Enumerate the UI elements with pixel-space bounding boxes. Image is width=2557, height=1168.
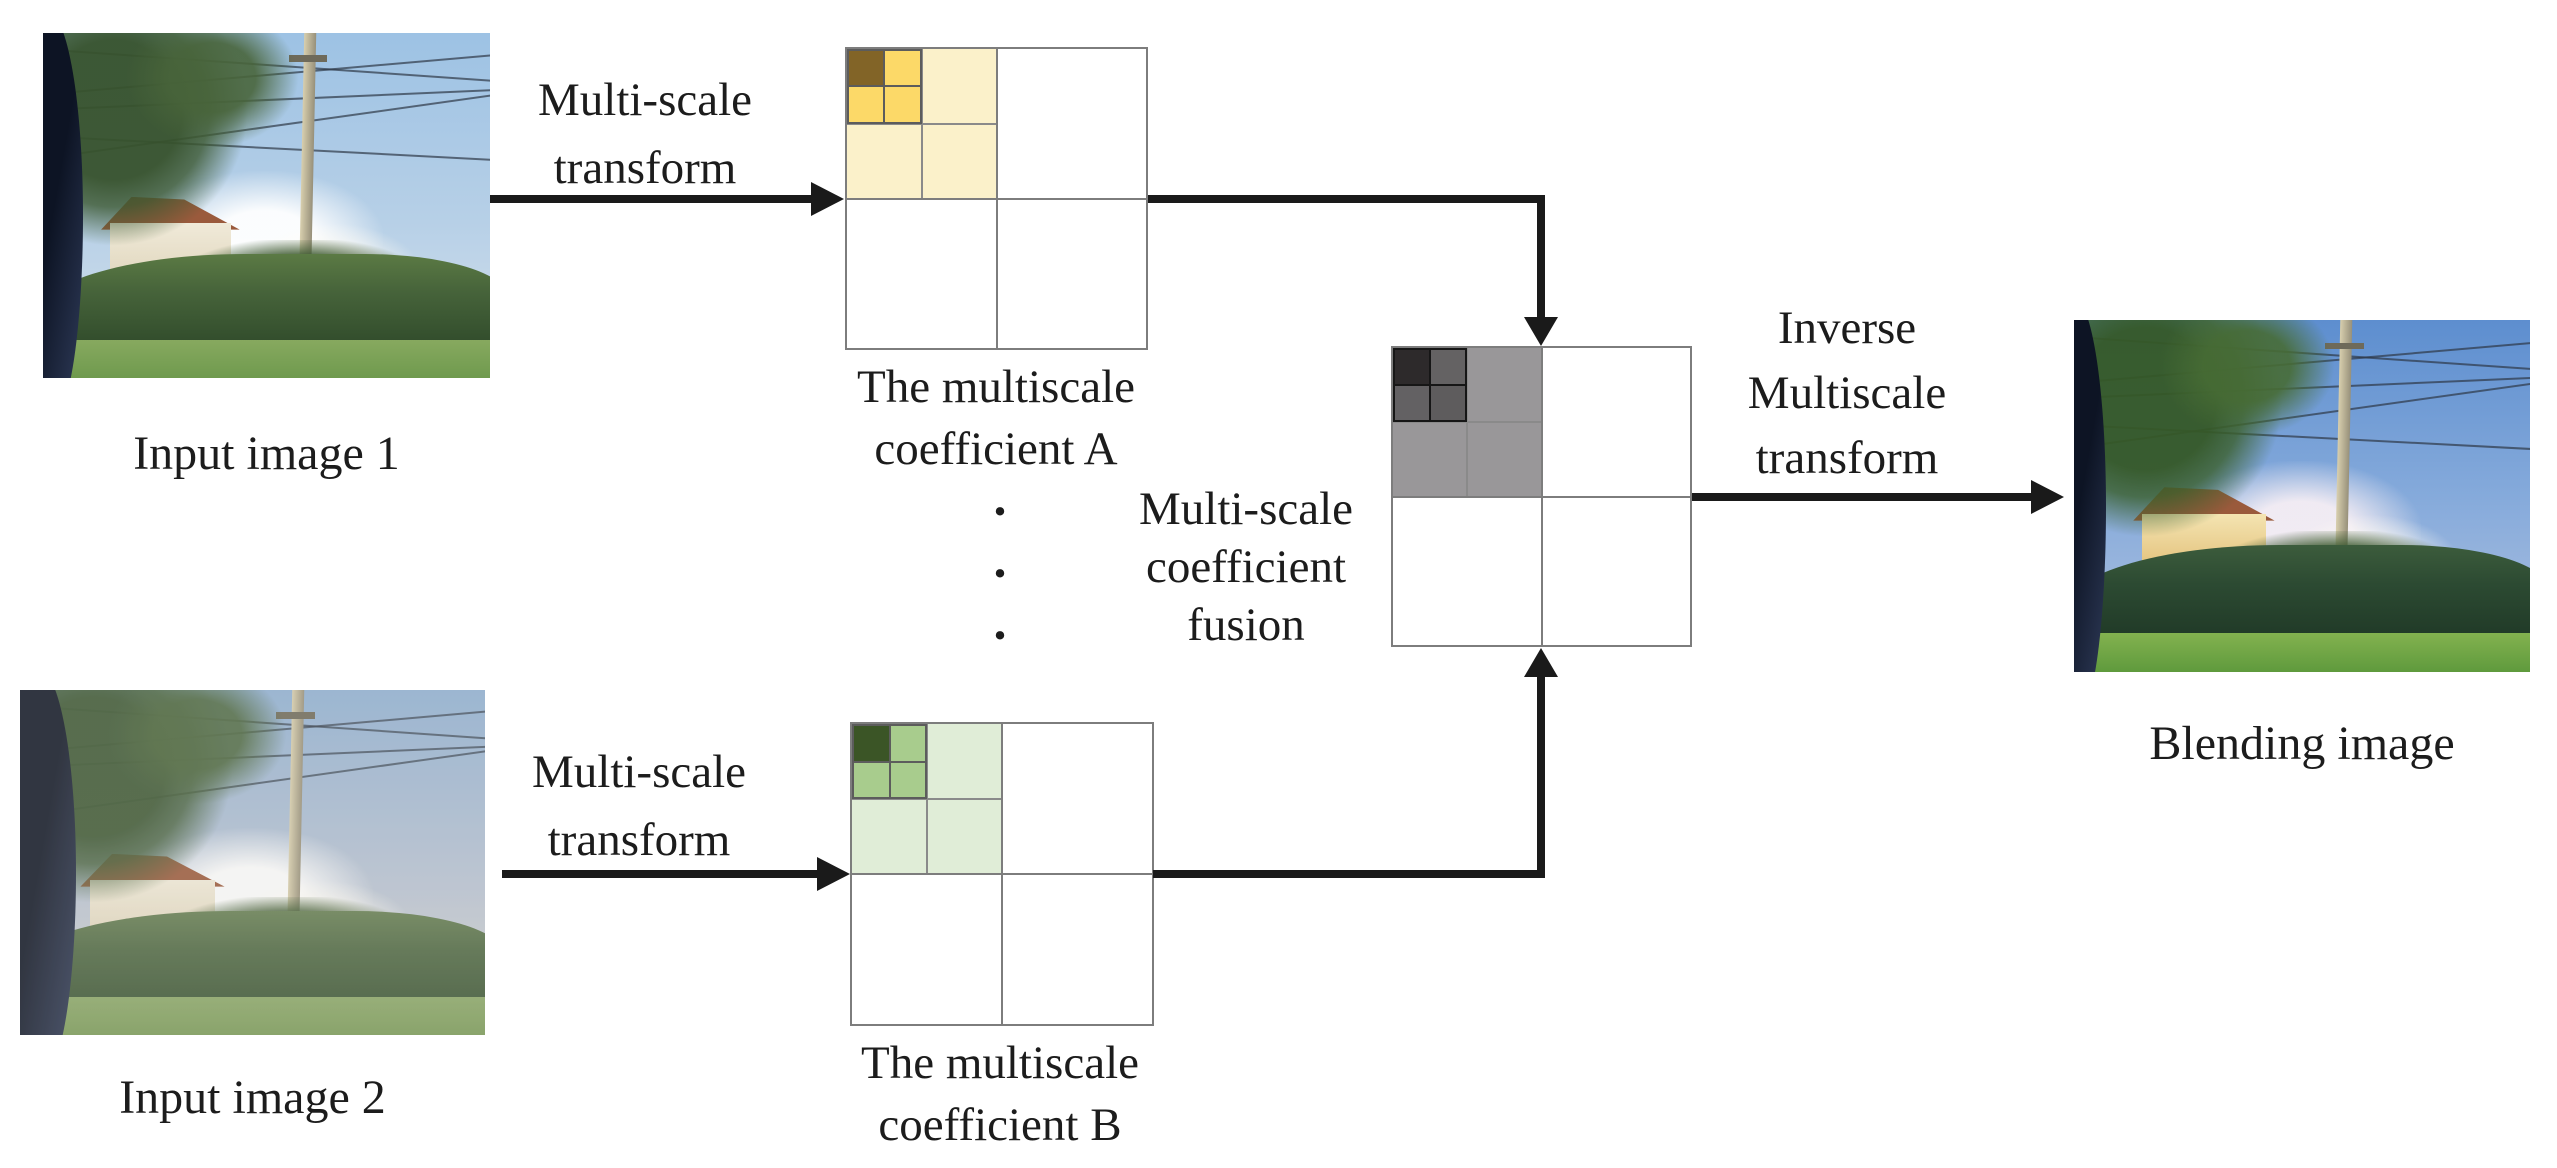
label-line: transform xyxy=(1755,432,1939,484)
ellipsis-dot: . xyxy=(993,470,1007,527)
label-line: Multi-scale xyxy=(537,74,753,126)
label-line: Inverse xyxy=(1777,302,1917,354)
pole-crossarm xyxy=(2324,342,2364,350)
car-window-frame xyxy=(20,690,76,1035)
arrow-fusion-to-blending xyxy=(1692,493,2032,501)
grid-line xyxy=(852,873,1152,875)
fusion-label: Multi-scale coefficient fusion xyxy=(1046,480,1446,654)
tree-foliage xyxy=(103,690,290,808)
coefficient-subquadrant xyxy=(847,49,922,124)
arrow-input2-to-coeffB xyxy=(502,870,818,878)
coefficient-cell xyxy=(1395,386,1430,421)
label-line: fusion xyxy=(1187,599,1305,651)
label-line: transform xyxy=(547,814,731,866)
grass-strip xyxy=(20,997,485,1035)
pole-crossarm xyxy=(275,712,316,719)
label-line: Multi-scale xyxy=(1138,483,1354,535)
tree-foliage xyxy=(2156,320,2339,440)
label-line: The multiscale xyxy=(857,361,1135,413)
multiscale-transform-label-top: Multi-scale transform xyxy=(450,66,840,202)
blending-image-caption: Blending image xyxy=(2149,717,2455,770)
arrowhead-right-icon xyxy=(2031,480,2064,514)
coefficient-quadrant xyxy=(1393,348,1542,497)
coefficient-quadrant xyxy=(852,724,1002,874)
coefficient-cell xyxy=(885,87,920,122)
coefficient-subquadrant xyxy=(1393,348,1468,423)
coefficient-cell xyxy=(1431,350,1466,385)
label-line: coefficient A xyxy=(874,423,1118,475)
arrowhead-right-icon xyxy=(817,857,850,891)
arrow-coeffB-to-fusion xyxy=(1153,870,1545,878)
coefficient-subquadrant xyxy=(852,724,927,799)
input-image-2-caption: Input image 2 xyxy=(119,1071,386,1124)
label-line: coefficient B xyxy=(878,1099,1122,1151)
arrow-coeffA-to-fusion xyxy=(1148,195,1545,203)
multiscale-coefficient-grid-a xyxy=(845,47,1148,350)
label-line: Multi-scale xyxy=(531,746,747,798)
label-line: coefficient xyxy=(1145,541,1347,593)
blending-image xyxy=(2074,320,2530,672)
coefficient-cell xyxy=(1431,386,1466,421)
hedge xyxy=(2074,545,2530,644)
haze-overlay xyxy=(20,690,485,1035)
grass-strip xyxy=(2074,633,2530,672)
multiscale-coefficient-grid-b xyxy=(850,722,1154,1026)
arrow-coeffB-to-fusion xyxy=(1537,676,1545,878)
coefficient-cell xyxy=(854,726,889,761)
coefficient-cell xyxy=(890,726,925,761)
arrow-coeffA-to-fusion xyxy=(1537,195,1545,319)
input-image-2 xyxy=(20,690,485,1035)
pole-crossarm xyxy=(288,55,327,62)
grass-strip xyxy=(43,340,490,378)
coefficient-a-caption: The multiscale coefficient A xyxy=(796,356,1196,480)
coefficient-cell xyxy=(849,51,884,86)
fused-coefficient-grid xyxy=(1391,346,1692,647)
hedge xyxy=(43,253,490,351)
grid-line xyxy=(1393,421,1542,424)
label-line: transform xyxy=(553,142,737,194)
grid-line xyxy=(847,197,1146,200)
grid-line xyxy=(1393,495,1690,498)
arrowhead-down-icon xyxy=(1524,317,1558,346)
hedge xyxy=(20,910,485,1008)
coefficient-cell xyxy=(854,762,889,797)
coefficient-cell xyxy=(890,762,925,797)
multiscale-transform-label-bottom: Multi-scale transform xyxy=(444,738,834,874)
coefficient-quadrant xyxy=(847,49,997,199)
arrowhead-right-icon xyxy=(811,182,844,216)
ellipsis-dot: . xyxy=(993,594,1007,651)
label-line: Multiscale xyxy=(1747,367,1947,419)
ellipsis-dot: . xyxy=(993,532,1007,589)
coefficient-cell xyxy=(849,87,884,122)
coefficient-b-caption: The multiscale coefficient B xyxy=(800,1032,1200,1156)
coefficient-cell xyxy=(1395,350,1430,385)
vertical-ellipsis: . . . xyxy=(960,468,1040,654)
input-image-1 xyxy=(43,33,490,378)
coefficient-cell xyxy=(885,51,920,86)
grid-line xyxy=(852,798,1002,800)
grid-line xyxy=(847,122,997,125)
arrow-input1-to-coeffA xyxy=(490,195,812,203)
inverse-transform-label: Inverse Multiscale transform xyxy=(1647,296,2047,491)
input-image-1-caption: Input image 1 xyxy=(133,427,400,480)
arrowhead-up-icon xyxy=(1524,648,1558,677)
label-line: The multiscale xyxy=(861,1037,1139,1089)
tree-foliage xyxy=(123,33,303,151)
